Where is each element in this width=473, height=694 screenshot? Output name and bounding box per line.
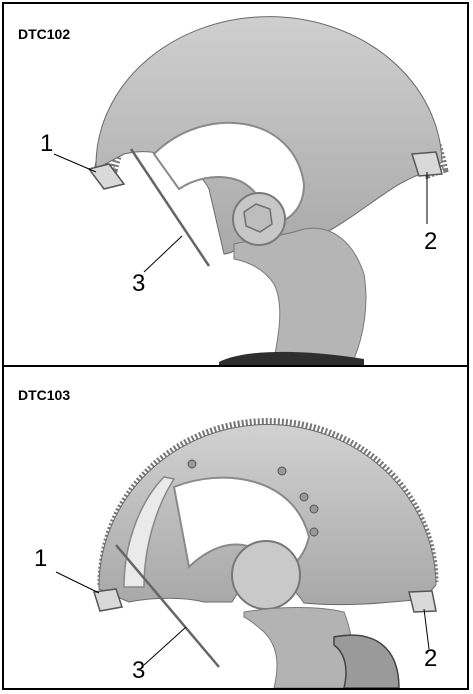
latch-left (89, 164, 124, 189)
leader-3 (144, 627, 186, 665)
dtc102-blade-illustration (4, 4, 467, 365)
rivet (310, 528, 318, 536)
figure-frame: DTC102 (2, 2, 469, 690)
panel-title: DTC103 (18, 387, 70, 403)
panel-dtc102: DTC102 (4, 4, 467, 365)
pivot-boss (232, 541, 300, 609)
leader-3 (144, 236, 182, 272)
callout-1: 1 (34, 547, 47, 571)
callout-3: 3 (132, 659, 145, 683)
callout-3: 3 (132, 272, 145, 296)
panel-title: DTC102 (18, 26, 70, 42)
rivet (300, 493, 308, 501)
latch-right (409, 591, 436, 612)
callout-2: 2 (424, 647, 437, 671)
callout-2: 2 (424, 230, 437, 254)
leader-2 (424, 609, 429, 649)
dtc103-blade-illustration (4, 367, 467, 688)
leader-1 (54, 154, 96, 172)
leader-1 (56, 572, 99, 593)
rivet (278, 467, 286, 475)
lower-jaw (234, 228, 366, 359)
callout-1: 1 (40, 132, 53, 156)
rivet (188, 460, 196, 468)
panel-dtc103: DTC103 (4, 367, 467, 688)
rivet (310, 505, 318, 513)
